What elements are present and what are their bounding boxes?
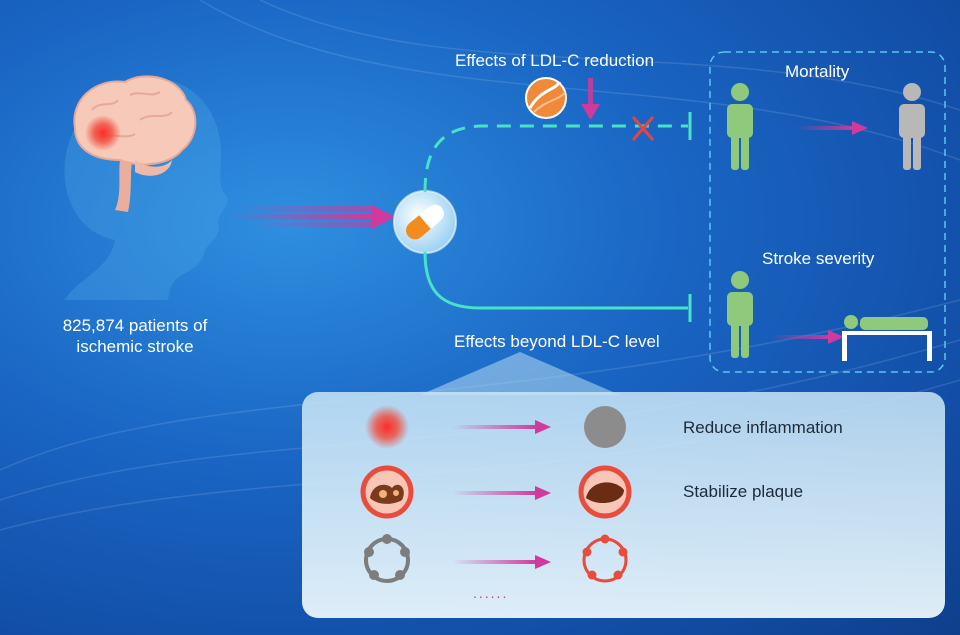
person-standing-icon [727, 271, 753, 358]
statin-pill-icon [393, 190, 457, 254]
blocked-x-icon [631, 116, 655, 141]
patient-to-drug-arrow [230, 205, 395, 229]
patient-in-bed-icon [842, 315, 932, 361]
outcome-box [709, 51, 946, 373]
ldl-reduction-arrow [581, 78, 600, 120]
brain-icon [73, 75, 197, 212]
ldl-effects-title: Effects of LDL-C reduction [455, 51, 655, 70]
damaged-vessel-icon [364, 534, 410, 583]
mortality-arrow [795, 121, 868, 135]
mortality-label: Mortality [785, 62, 850, 81]
patients-label: 825,874 patients of ischemic stroke [62, 316, 208, 357]
stroke-severity-label: Stroke severity [762, 249, 875, 268]
more-mechanisms-ellipsis: ...... [473, 585, 509, 601]
person-deceased-icon [899, 83, 925, 170]
plaque-arrow [452, 486, 551, 500]
stable-plaque-icon [578, 465, 632, 519]
healthy-vessel-icon [582, 534, 628, 583]
ldl-pathway-line [423, 112, 692, 193]
unstable-plaque-icon [360, 465, 414, 519]
beyond-ldl-effects-title: Effects beyond LDL-C level [454, 332, 660, 351]
reduce-inflammation-label: Reduce inflammation [683, 418, 843, 437]
severity-arrow [770, 330, 844, 344]
calm-cell-icon [584, 406, 626, 448]
lesion-glow-icon [85, 115, 121, 151]
ldl-particle-icon [525, 77, 567, 119]
person-alive-icon [727, 83, 753, 170]
vessel-arrow [452, 555, 551, 569]
inflamed-cell-icon [365, 405, 409, 449]
inflammation-arrow [452, 420, 551, 434]
stabilize-plaque-label: Stabilize plaque [683, 482, 804, 501]
beyond-ldl-pathway-line [423, 251, 692, 322]
